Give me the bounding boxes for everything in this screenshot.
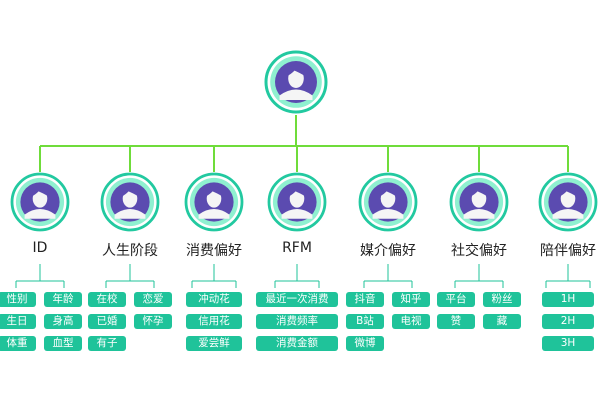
tag-chip: 已婚 [88,314,126,329]
category-label: 人生阶段 [102,243,158,259]
tag-chip: 藏 [483,314,521,329]
category-avatar-icon [538,172,598,232]
tag-chip: 消费频率 [256,314,338,329]
category-avatar-icon [184,172,244,232]
avatars [10,50,598,232]
tag-chip: 爱尝鲜 [186,336,242,351]
tag-chip: 怀孕 [134,314,172,329]
tag-chip: 体重 [0,336,36,351]
category-label: 社交偏好 [451,243,507,259]
tag-chip: 性别 [0,292,36,307]
tag-chip: 粉丝 [483,292,521,307]
tag-chip: 知乎 [392,292,430,307]
tag-chip: 2H [542,314,594,329]
category-label: 媒介偏好 [360,243,416,259]
tag-chip: 冲动花 [186,292,242,307]
tag-chip: 信用花 [186,314,242,329]
tag-chip: 平台 [437,292,475,307]
category-avatar-icon [358,172,418,232]
tag-chip: 血型 [44,336,82,351]
tag-chip: 恋爱 [134,292,172,307]
category-avatar-icon [100,172,160,232]
category-label: RFM [282,240,312,256]
category-avatar-icon [10,172,70,232]
tag-chip: 电视 [392,314,430,329]
tag-chip: 抖音 [346,292,384,307]
connectors [15,115,591,288]
tag-chip: 微博 [346,336,384,351]
tag-chip: 消费金额 [256,336,338,351]
tag-chip: 在校 [88,292,126,307]
tag-chip: 赞 [437,314,475,329]
tag-chip: 年龄 [44,292,82,307]
tag-chip: 1H [542,292,594,307]
tag-chip: 3H [542,336,594,351]
category-label: 陪伴偏好 [540,243,596,259]
category-label: 消费偏好 [186,243,242,259]
category-label: ID [32,240,48,256]
tag-chip: 最近一次消费 [256,292,338,307]
tag-chip: 有子 [88,336,126,351]
tag-chip: B站 [346,314,384,329]
category-avatar-icon [267,172,327,232]
tag-chip: 身高 [44,314,82,329]
root-avatar-icon [264,50,328,114]
category-avatar-icon [449,172,509,232]
tag-chip: 生日 [0,314,36,329]
